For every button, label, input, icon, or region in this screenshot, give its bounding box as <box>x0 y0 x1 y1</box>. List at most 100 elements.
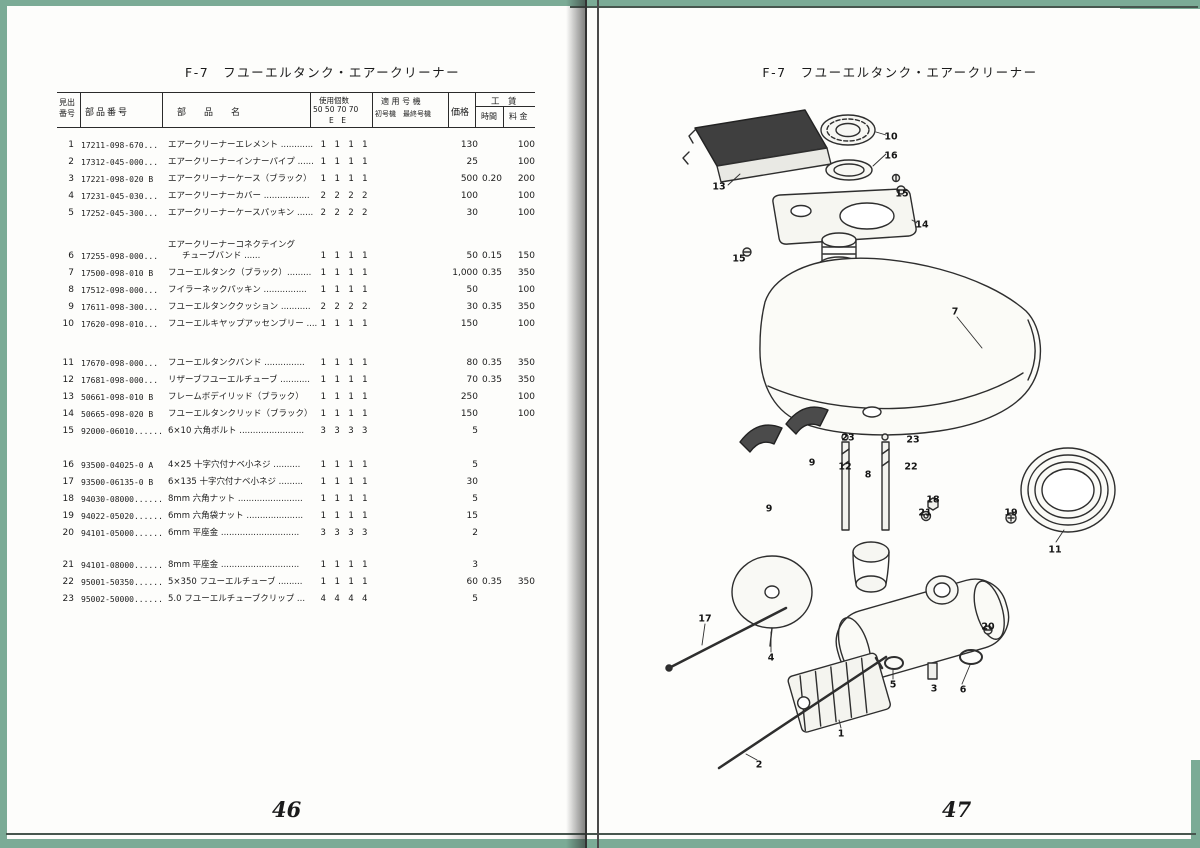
cell-quantity: 1 1 1 1 <box>320 157 368 167</box>
cell-quantity: 3 3 3 3 <box>320 528 368 538</box>
col-qty-sub: E E <box>329 116 346 125</box>
cell-labor-fee: 100 <box>517 208 535 218</box>
cell-part-name: 5.0 フユーエルチューブクリップ ... <box>168 594 306 604</box>
connector-tube-shape <box>852 541 890 593</box>
tank-cushion-shapes <box>739 406 829 453</box>
cell-index: 16 <box>62 460 74 470</box>
cell-part-name: 6×10 六角ボルト ........................ <box>168 426 305 436</box>
cell-index: 7 <box>68 268 74 278</box>
air-cleaner-case-shape <box>835 578 1010 681</box>
col-part-number: 部品番号 <box>85 108 130 118</box>
cell-price: 500 <box>460 174 478 184</box>
col-labor-fee: 料 金 <box>509 112 528 121</box>
cell-part-number: 17312-045-000... <box>81 158 159 167</box>
col-labor-title: 工 賃 <box>491 97 517 107</box>
cell-price: 2 <box>472 528 478 538</box>
col-qty-models: 50 50 70 70 <box>313 105 359 114</box>
cell-price: 50 <box>466 251 478 261</box>
left-page-title: F-7 フユーエルタンク・エアークリーナー <box>185 65 461 80</box>
cell-part-number: 94030-08000...... <box>81 495 163 504</box>
page-binding-line <box>585 0 587 848</box>
col-applicable-sub: 初号機 最終号機 <box>375 110 431 118</box>
cell-part-name: フユーエルタンクバンド ............... <box>168 358 305 368</box>
cell-part-name: 4×25 十字穴付ナベ小ネジ .......... <box>168 460 301 470</box>
cell-price: 3 <box>472 560 478 570</box>
cell-part-number: 17221-098-020 B <box>81 175 154 184</box>
cell-index: 3 <box>68 174 74 184</box>
cell-part-name: フユーエルタンク（ブラック）......... <box>168 268 312 278</box>
col-price: 価格 <box>451 108 470 118</box>
cell-part-name: 6×135 十字穴付ナベ小ネジ ......... <box>168 477 303 487</box>
scan-line-top <box>570 6 1198 8</box>
cell-price: 150 <box>460 319 478 329</box>
col-index-top: 見出 <box>59 98 75 107</box>
cell-price: 80 <box>466 358 478 368</box>
cell-part-name: 6mm 平座金 ............................. <box>168 528 300 538</box>
element-shape <box>787 652 891 733</box>
cell-part-name: フユーエルキヤップアッセンブリー .... <box>168 319 318 329</box>
cell-part-name: エアークリーナーケース（ブラック） <box>168 174 312 184</box>
exploded-diagram <box>665 109 1116 770</box>
lid-screw-shapes <box>742 185 906 257</box>
left-page-number: 46 <box>272 797 302 822</box>
scanner-edge-top <box>0 0 1200 6</box>
cell-labor-fee: 350 <box>517 375 535 385</box>
cell-index: 5 <box>68 208 74 218</box>
fuel-tank-shape <box>759 232 1042 436</box>
cell-price: 5 <box>472 426 478 436</box>
cell-labor-fee: 100 <box>517 191 535 201</box>
cell-part-number: 50661-098-010 B <box>81 393 154 402</box>
cell-part-number: 17255-098-000... <box>81 252 159 261</box>
cell-part-number: 17611-098-300... <box>81 303 159 312</box>
parts-table: 見出 番号 部品番号 部 品 名 使用個数 50 50 70 70 E E 適 … <box>57 92 535 604</box>
scanner-edge-bottom <box>0 839 1200 848</box>
col-qty-title: 使用個数 <box>319 96 349 105</box>
cell-part-number: 93500-06135-0 B <box>81 478 154 487</box>
cell-part-name: フレームボデイリッド（ブラック） <box>168 392 304 402</box>
cell-part-number: 50665-098-020 B <box>81 410 154 419</box>
cell-part-name: 8mm 六角ナット ........................ <box>168 494 303 504</box>
col-part-name: 部 品 名 <box>177 108 241 118</box>
cell-part-number: 95002-50000...... <box>81 595 163 604</box>
cell-part-name: フイラーネックパッキン ................ <box>168 285 307 295</box>
cap-setting-ring-shape <box>825 159 901 183</box>
cell-labor-time: 0.35 <box>481 358 503 368</box>
cell-price: 100 <box>460 191 478 201</box>
scanner-edge-top-right <box>1120 0 1200 9</box>
cell-quantity: 1 1 1 1 <box>320 358 368 368</box>
cell-part-number: 95001-50350...... <box>81 578 163 587</box>
table-row: 17 93500-06135-0 B 6×135 十字穴付ナベ小ネジ .......… <box>57 471 535 488</box>
rod-17-shape <box>665 606 788 672</box>
cell-quantity: 1 1 1 1 <box>320 392 368 402</box>
cell-index: 4 <box>68 191 74 201</box>
cell-index: 8 <box>68 285 74 295</box>
cell-quantity: 1 1 1 1 <box>320 494 368 504</box>
cell-labor-time: 0.35 <box>481 577 503 587</box>
cell-index: 21 <box>62 560 74 570</box>
cell-labor-time: 0.35 <box>481 268 503 278</box>
fuel-cap-shape <box>820 114 876 146</box>
cell-index: 22 <box>62 577 74 587</box>
cell-labor-fee: 100 <box>517 140 535 150</box>
cell-price: 130 <box>460 140 478 150</box>
cell-part-name: フユーエルタンクリッド（ブラック） <box>168 409 313 419</box>
cell-index: 17 <box>62 477 74 487</box>
cell-index: 15 <box>62 426 74 436</box>
cell-index: 18 <box>62 494 74 504</box>
cell-quantity: 4 4 4 4 <box>320 594 368 604</box>
cell-labor-fee: 350 <box>517 577 535 587</box>
leader-lines <box>701 131 1065 761</box>
cell-price: 25 <box>466 157 478 167</box>
cell-part-name: エアークリーナーインナーパイプ ...... <box>168 157 314 167</box>
